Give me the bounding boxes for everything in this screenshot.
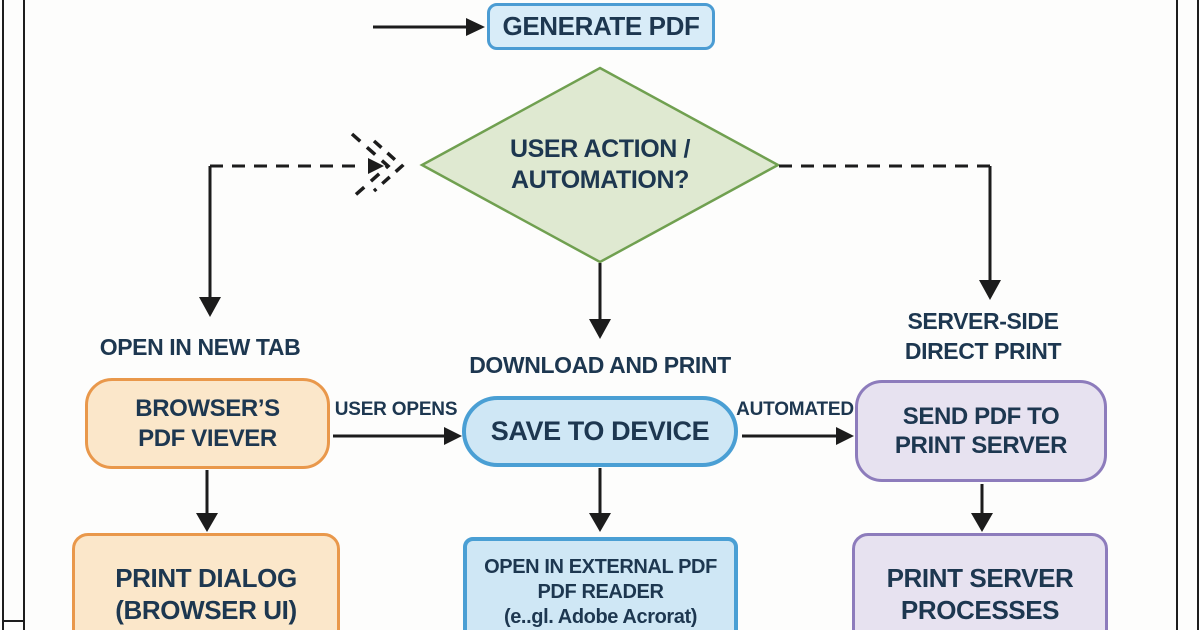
edge-label-automated: AUTOMATED (736, 399, 854, 420)
arrowhead-middle-branch (589, 319, 611, 339)
node-browsers-pdf-viewer-label: BROWSER’S PDF VIEVER (135, 395, 280, 452)
node-external-pdf-reader: OPEN IN EXTERNAL PDF PDF READER (e..gl. … (463, 537, 738, 630)
node-external-pdf-reader-label: OPEN IN EXTERNAL PDF PDF READER (e..gl. … (484, 556, 717, 628)
dashed-chevron-outer (350, 132, 391, 200)
arrowhead-automated (836, 427, 854, 445)
frame-right-outer-line (1197, 0, 1199, 630)
node-save-to-device: SAVE TO DEVICE (462, 396, 738, 467)
arrowhead-user-opens (444, 427, 462, 445)
node-save-to-device-label: SAVE TO DEVICE (490, 416, 710, 447)
arrowhead-left-branch (199, 297, 221, 317)
arrowhead-device-to-reader (589, 513, 611, 532)
node-print-server-processes-label: PRINT SERVER PROCESSES (886, 563, 1074, 625)
frame-right-inner-line (1176, 0, 1178, 630)
arrowhead-server-to-processes (971, 513, 993, 532)
node-print-dialog-label: PRINT DIALOG (BROWSER UI) (115, 563, 297, 625)
node-decision-label: USER ACTION / AUTOMATION? (510, 134, 690, 194)
dashed-chevron-inner (372, 139, 405, 193)
node-print-dialog: PRINT DIALOG (BROWSER UI) (72, 533, 340, 630)
dashed-connector-left-arrowhead (368, 158, 384, 174)
node-browsers-pdf-viewer: BROWSER’S PDF VIEVER (85, 378, 330, 469)
branch-label-open-in-new-tab: OPEN IN NEW TAB (99, 334, 301, 360)
branch-label-server-side-direct-print: SERVER-SIDE DIRECT PRINT (904, 308, 1062, 364)
node-send-pdf-to-print-server: SEND PDF TO PRINT SERVER (855, 380, 1107, 482)
arrowhead-right-branch (979, 280, 1001, 300)
edge-label-user-opens: USER OPENS (334, 399, 458, 420)
frame-bottom-left-segment (2, 620, 25, 622)
frame-left-inner-line (23, 0, 25, 630)
node-send-pdf-to-print-server-label: SEND PDF TO PRINT SERVER (894, 402, 1068, 459)
arrowhead-viewer-to-dialog (196, 513, 218, 532)
node-print-server-processes: PRINT SERVER PROCESSES (852, 533, 1108, 630)
node-generate-pdf-label: GENERATE PDF (502, 10, 700, 41)
branch-label-download-and-print: DOWNLOAD AND PRINT (469, 352, 731, 378)
arrowhead-into-generate-pdf (466, 18, 485, 36)
node-generate-pdf: GENERATE PDF (487, 3, 715, 50)
frame-left-outer-line (2, 0, 4, 630)
